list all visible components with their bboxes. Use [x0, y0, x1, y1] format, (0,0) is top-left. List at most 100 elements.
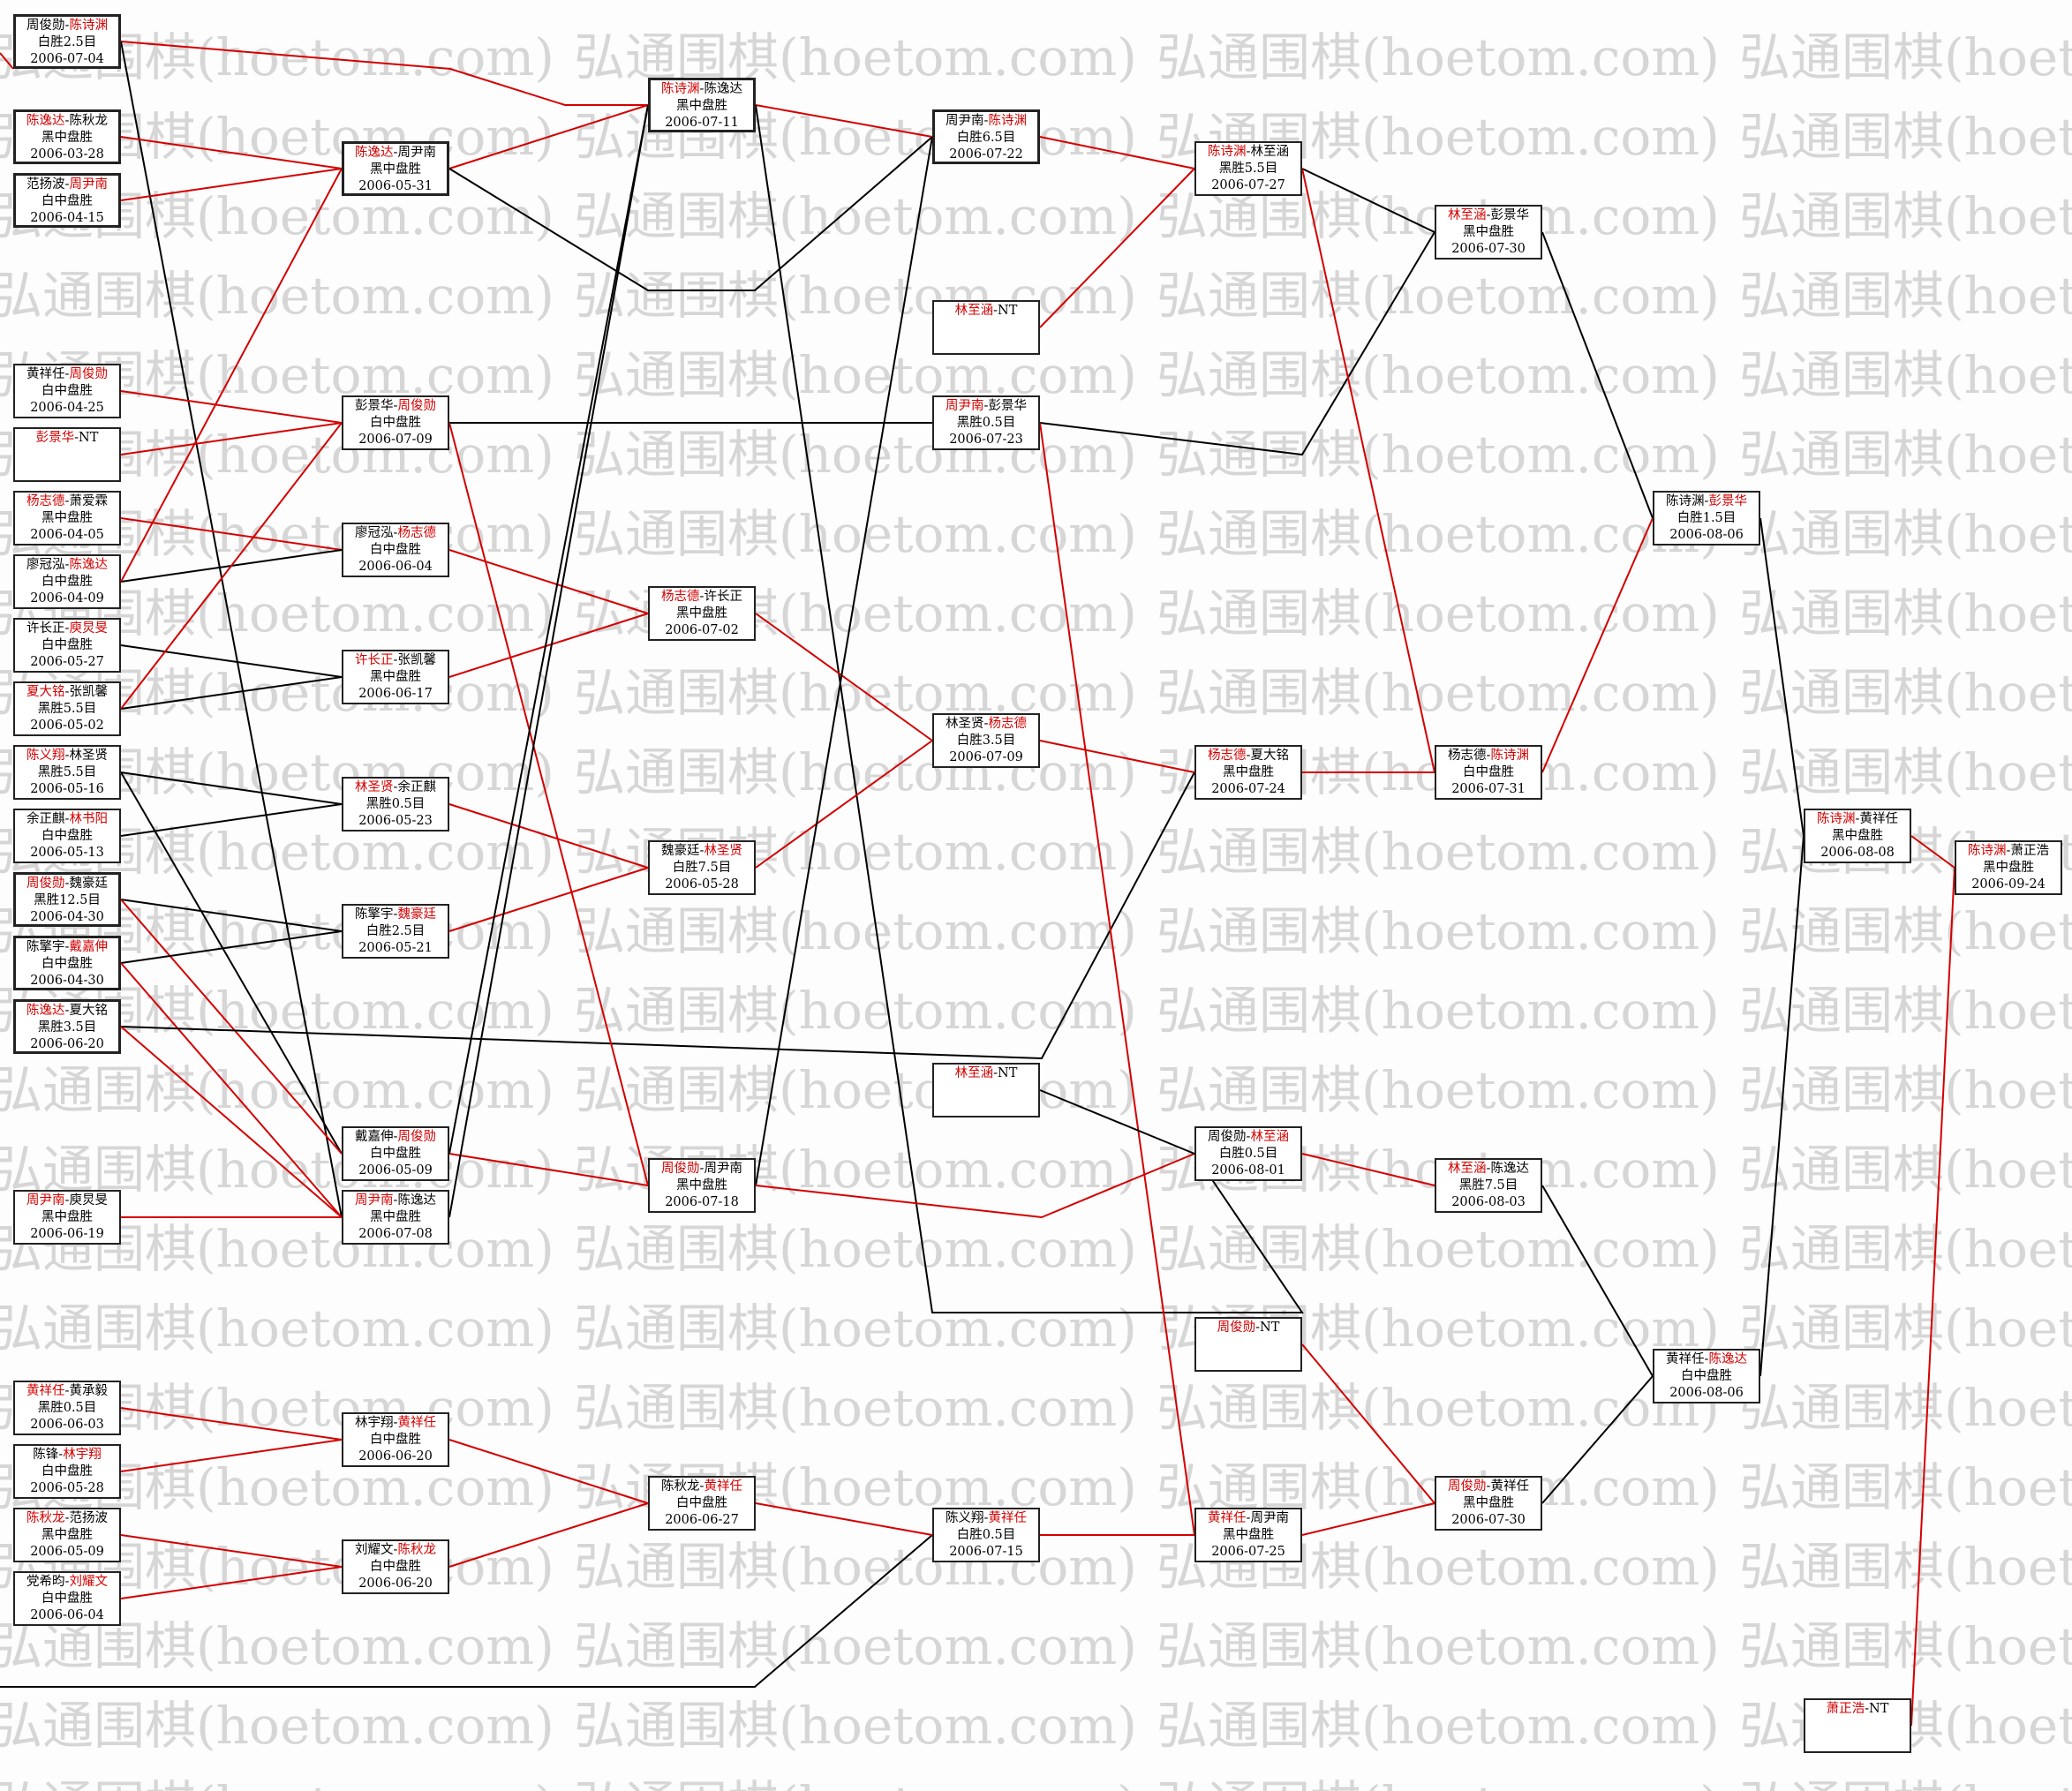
- player-one: 戴嘉伸: [355, 1130, 394, 1144]
- loser-connector: [448, 104, 649, 1218]
- player-two: 陈诗渊: [988, 114, 1027, 128]
- player-separator: -: [64, 1511, 70, 1525]
- match-players: 陈义翔-黄祥任: [934, 1510, 1038, 1527]
- watermark-text: 弘通围棋(hoetom.com): [1157, 425, 1720, 485]
- match-date: 2006-06-20: [358, 1577, 433, 1591]
- match-players: 杨志德-陈诗渊: [1436, 748, 1541, 764]
- player-two: 彭景华: [1708, 494, 1747, 508]
- player-two: NT: [1869, 1702, 1889, 1716]
- player-one: 林圣贤: [946, 717, 984, 731]
- match-date: 2006-06-19: [30, 1227, 104, 1241]
- match-players: 黄祥任-黄承毅: [15, 1383, 119, 1400]
- match-players: 陈诗渊-林至涵: [1196, 144, 1300, 161]
- player-separator: -: [2006, 844, 2011, 858]
- winner-connector: [120, 1407, 343, 1441]
- match-result: 白中盘胜: [370, 1147, 421, 1161]
- match-result: 白中盘胜: [41, 829, 93, 843]
- winner-connector: [120, 1534, 343, 1568]
- watermark-text: 弘通围棋(hoetom.com): [1739, 1219, 2072, 1279]
- match-result: 白中盘胜: [41, 384, 93, 398]
- loser-connector: [120, 930, 343, 964]
- winner-connector: [448, 803, 649, 869]
- player-one: 陈诗渊: [1817, 812, 1856, 826]
- match-date: 2006-08-06: [1669, 1386, 1744, 1400]
- player-separator: -: [393, 780, 398, 794]
- match-players: 陈诗渊-彭景华: [1654, 493, 1759, 510]
- match-date: 2006-07-09: [358, 433, 433, 447]
- match-date: 2006-07-15: [949, 1545, 1023, 1559]
- watermark-text: 弘通围棋(hoetom.com): [574, 186, 1137, 246]
- match-result: 白胜2.5目: [365, 924, 426, 938]
- player-separator: -: [58, 1448, 64, 1462]
- winner-connector: [448, 549, 649, 614]
- match-date: 2006-07-02: [665, 623, 739, 637]
- watermark-text: 弘通围棋(hoetom.com): [1157, 981, 1720, 1041]
- match-date: 2006-07-25: [1211, 1545, 1285, 1559]
- player-two: 陈诗渊: [1490, 749, 1529, 763]
- player-two: 陈逸达: [704, 82, 742, 96]
- player-one: 周尹南: [946, 399, 984, 413]
- match-result: 黑胜0.5目: [365, 797, 426, 811]
- watermark-text: 弘通围棋(hoetom.com): [1739, 1378, 2072, 1438]
- watermark-text: 弘通围棋(hoetom.com): [1739, 981, 2072, 1041]
- winner-connector: [448, 1153, 649, 1186]
- player-two: 杨志德: [397, 526, 436, 540]
- watermark-text: 弘通围棋(hoetom.com): [1157, 901, 1720, 961]
- player-one: 许长正: [355, 653, 394, 667]
- watermark-text: 弘通围棋(hoetom.com): [1739, 1616, 2072, 1676]
- watermark-text: 弘通围棋(hoetom.com): [0, 1775, 554, 1791]
- match-result: 黑中盘胜: [1223, 765, 1274, 779]
- match-box-r4e: 林至涵-NT: [932, 1063, 1040, 1117]
- loser-connector: [1541, 1185, 1654, 1377]
- player-one: 刘耀文: [355, 1543, 394, 1557]
- player-one: 党希昀: [26, 1575, 65, 1589]
- player-one: 周俊勋: [661, 1162, 700, 1176]
- match-result: 黑中盘胜: [41, 131, 93, 145]
- watermark-text: 弘通围棋(hoetom.com): [574, 1378, 1137, 1438]
- player-two: 周尹南: [397, 146, 436, 160]
- loser-connector: [448, 136, 933, 291]
- match-result: 黑胜3.5目: [37, 1020, 97, 1035]
- match-players: 周俊勋-林至涵: [1196, 1129, 1300, 1146]
- player-separator: -: [64, 1193, 70, 1208]
- match-date: 2006-09-24: [1971, 877, 2046, 892]
- player-two: 黄祥任: [397, 1416, 436, 1430]
- loser-connector: [1541, 231, 1654, 519]
- match-date: 2006-05-09: [358, 1163, 433, 1178]
- player-separator: -: [64, 367, 70, 381]
- player-two: 陈逸达: [1708, 1352, 1747, 1366]
- winner-connector: [448, 1439, 649, 1504]
- player-two: 陈秋龙: [69, 114, 108, 128]
- player-two: 夏大铭: [1250, 749, 1289, 763]
- match-players: 周尹南-陈诗渊: [935, 113, 1037, 130]
- player-one: 陈秋龙: [26, 1511, 65, 1525]
- player-two: 魏豪廷: [397, 907, 436, 922]
- match-date: 2006-04-25: [30, 401, 104, 415]
- watermark-text: 弘通围棋(hoetom.com): [574, 1696, 1137, 1756]
- player-separator: -: [1704, 494, 1709, 508]
- match-result: 白胜2.5目: [37, 35, 97, 49]
- watermark-text: 弘通围棋(hoetom.com): [1157, 1060, 1720, 1120]
- match-result: 黑中盘胜: [41, 1210, 93, 1224]
- loser-connector: [120, 644, 343, 678]
- match-result: 白中盘胜: [370, 543, 421, 557]
- loser-connector: [0, 1534, 933, 1688]
- watermark-text: 弘通围棋(hoetom.com): [1739, 504, 2072, 564]
- match-result: 黑中盘胜: [1463, 1496, 1514, 1510]
- watermark-text: 弘通围棋(hoetom.com): [1739, 1537, 2072, 1597]
- player-one: 黄祥任: [26, 1384, 65, 1398]
- player-one: 林宇翔: [355, 1416, 394, 1430]
- match-result: 黑胜5.5目: [1218, 162, 1278, 176]
- watermark-text: 弘通围棋(hoetom.com): [1739, 1060, 2072, 1120]
- player-two: 黄承毅: [69, 1384, 108, 1398]
- match-date: 2006-07-22: [949, 147, 1023, 162]
- match-date: 2006-04-30: [30, 974, 104, 988]
- match-players: 杨志德-夏大铭: [1196, 748, 1300, 764]
- match-result: 白胜6.5目: [956, 131, 1016, 145]
